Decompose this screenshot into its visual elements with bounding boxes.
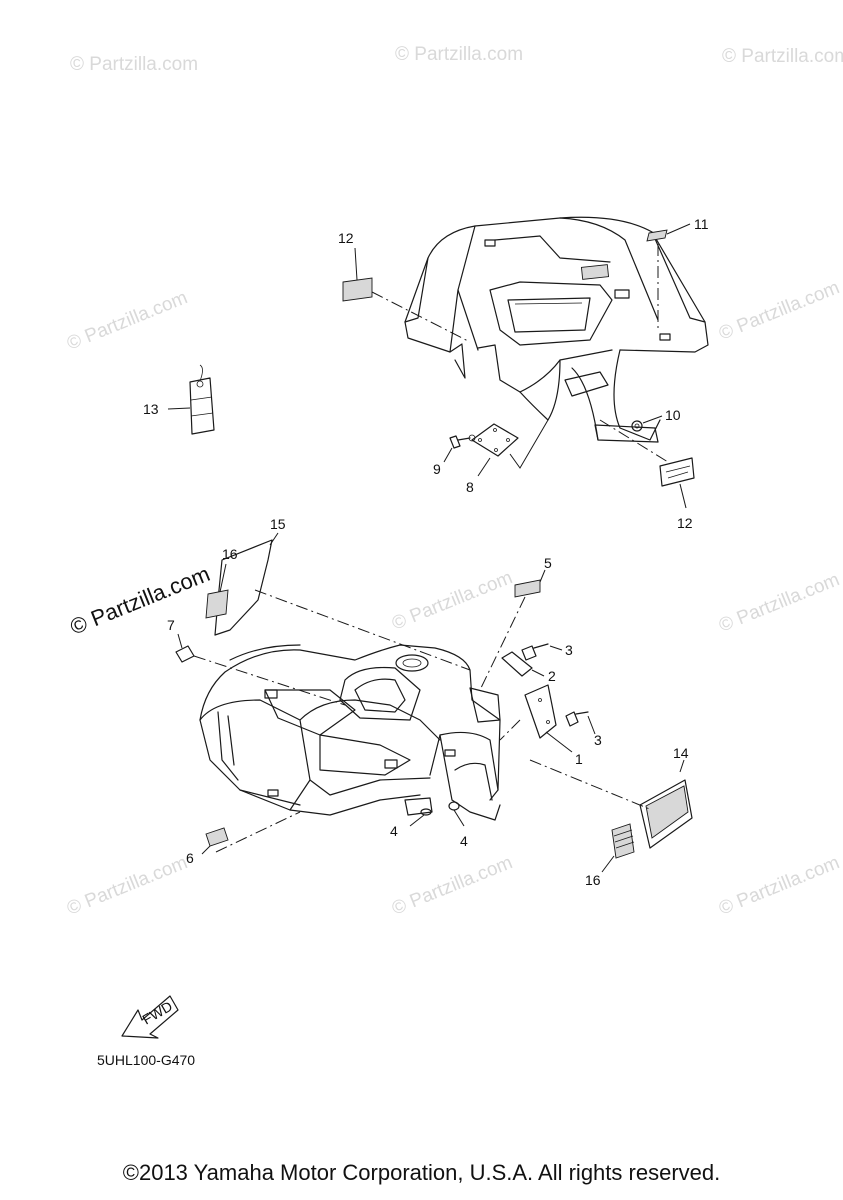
watermark: © Partzilla.com [716,569,843,636]
watermark: © Partzilla.com [64,287,191,354]
part-6-label: 6 [186,811,301,866]
callout-16: 16 [585,872,601,888]
part-3-bolt-lower: 3 [565,711,602,748]
callout-1: 1 [575,751,583,767]
callout-2: 2 [548,668,556,684]
callout-11: 11 [694,216,709,232]
callout-15: 15 [270,516,286,532]
watermark: © Partzilla.com [389,567,516,634]
part-13-tag: 13 [143,364,215,435]
callout-10: 10 [665,407,681,423]
watermark: © Partzilla.com [70,54,198,75]
watermark: © Partzilla.com [716,852,843,919]
watermark: © Partzilla.com [722,46,843,67]
callout-3b: 3 [594,732,602,748]
part-15-panel: 15 [214,516,471,671]
watermark: © Partzilla.com [395,44,523,65]
part-3-bolt-upper: 3 [521,642,573,661]
front-fender [199,644,501,821]
copyright-footer: ©2013 Yamaha Motor Corporation, U.S.A. A… [122,1160,721,1185]
part-1-bracket: 1 [499,684,583,767]
callout-3a: 3 [565,642,573,658]
callout-7: 7 [167,617,175,633]
callout-9: 9 [433,461,441,477]
part-16-stripe: 16 [585,823,635,888]
part-8-plate: 8 [466,419,549,495]
part-11-label: 11 [646,216,709,330]
part-12-emblem-right: 12 [599,419,695,531]
watermark-prominent: © Partzilla.com [67,561,214,640]
watermarks: © Partzilla.com © Partzilla.com © Partzi… [64,44,843,920]
fwd-arrow-icon: FWD [121,995,179,1039]
rear-fender [404,216,709,443]
callout-13: 13 [143,401,159,417]
callout-4b: 4 [460,833,468,849]
callout-16a: 16 [222,546,238,562]
fwd-label: FWD [139,998,175,1028]
watermark: © Partzilla.com [64,852,191,919]
part-5-label: 5 [479,555,552,691]
callout-5: 5 [544,555,552,571]
callout-12a: 12 [338,230,354,246]
part-9-fastener: 9 [433,434,476,477]
watermark: © Partzilla.com [716,277,843,344]
callout-14: 14 [673,745,689,761]
part-4-grommets: 4 4 [390,801,468,849]
part-14-emblem: 14 [529,745,693,849]
part-2-plate: 2 [501,651,556,684]
diagram-code: 5UHL100-G470 [97,1052,195,1068]
callout-4a: 4 [390,823,398,839]
part-7-grommet: 7 [167,617,346,706]
callout-12b: 12 [677,515,693,531]
part-12-label-left: 12 [338,230,471,343]
callout-8: 8 [466,479,474,495]
watermark: © Partzilla.com [389,852,516,919]
callout-6: 6 [186,850,194,866]
part-10-grommet: 10 [631,407,681,432]
part-16-label-left: 16 [205,546,238,619]
